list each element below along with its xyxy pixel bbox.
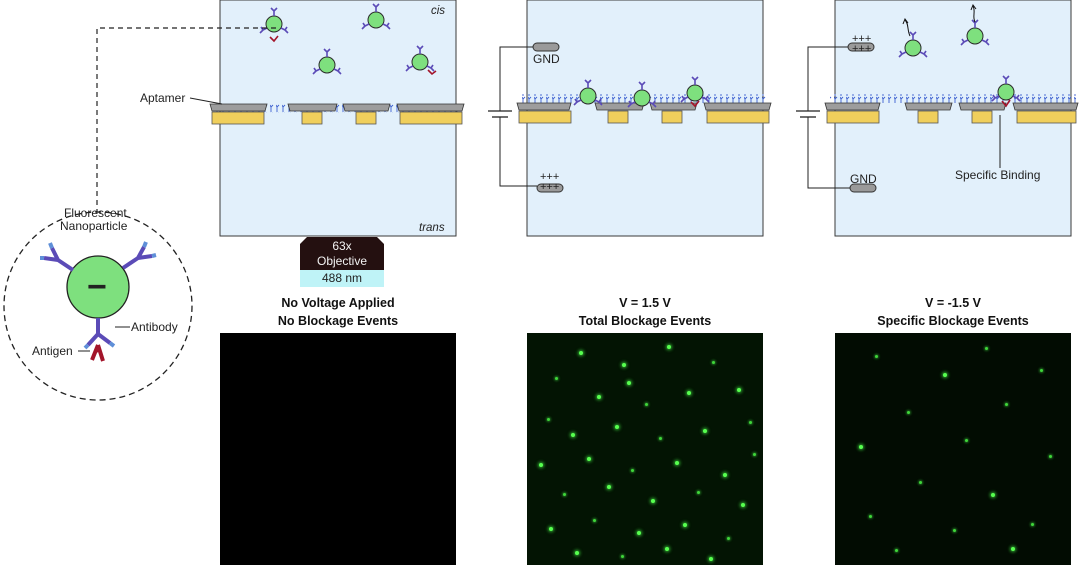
caption-events: No Blockage Events <box>277 314 399 328</box>
caption-voltage: V = 1.5 V <box>619 296 671 310</box>
gnd-label-negative: GND <box>850 172 877 186</box>
caption-events: Specific Blockage Events <box>877 314 1029 328</box>
fluorescence-image-positive <box>527 333 763 565</box>
gnd-label-positive: GND <box>533 52 560 66</box>
fluorescence-image-negative <box>835 333 1071 565</box>
caption-panel-3: V = -1.5 V Specific Blockage Events <box>833 294 1073 330</box>
positive-charge-label: +++ +++ <box>852 33 872 55</box>
antibody-label: Antibody <box>131 320 178 334</box>
antigen-label: Antigen <box>32 344 73 358</box>
caption-panel-2: V = 1.5 V Total Blockage Events <box>525 294 765 330</box>
objective-body: 63x Objective <box>300 237 384 270</box>
negative-charge-symbol: − <box>87 268 107 306</box>
cis-label: cis <box>431 5 446 17</box>
specific-binding-label: Specific Binding <box>955 168 1041 182</box>
caption-events: Total Blockage Events <box>578 314 712 328</box>
chamber-negative-voltage <box>824 0 1079 237</box>
objective-label: Objective <box>316 254 368 268</box>
excitation-wavelength: 488 nm <box>300 270 384 287</box>
caption-panel-1: No Voltage Applied No Blockage Events <box>218 294 458 330</box>
objective-magnification: 63x <box>332 239 352 253</box>
chamber-no-voltage <box>209 0 465 237</box>
battery-icon <box>796 46 850 189</box>
aptamer-layer <box>215 104 461 113</box>
aptamer-label: Aptamer <box>140 91 186 105</box>
caption-voltage: No Voltage Applied <box>281 296 395 310</box>
positive-charge-label: +++ +++ <box>540 171 560 193</box>
antigen-icon <box>90 344 105 362</box>
inset-title-nanoparticle: Nanoparticle <box>60 219 128 233</box>
nanoparticle-inset <box>3 211 193 401</box>
chamber-positive-voltage <box>516 0 772 237</box>
fluorescence-image-no-voltage <box>220 333 456 565</box>
inset-title-fluorescent: Fluorescent <box>64 206 127 220</box>
objective-lens: 63x Objective 488 nm <box>300 237 384 287</box>
caption-voltage: V = -1.5 V <box>925 296 981 310</box>
battery-icon <box>488 46 537 187</box>
trans-label: trans <box>419 222 445 234</box>
